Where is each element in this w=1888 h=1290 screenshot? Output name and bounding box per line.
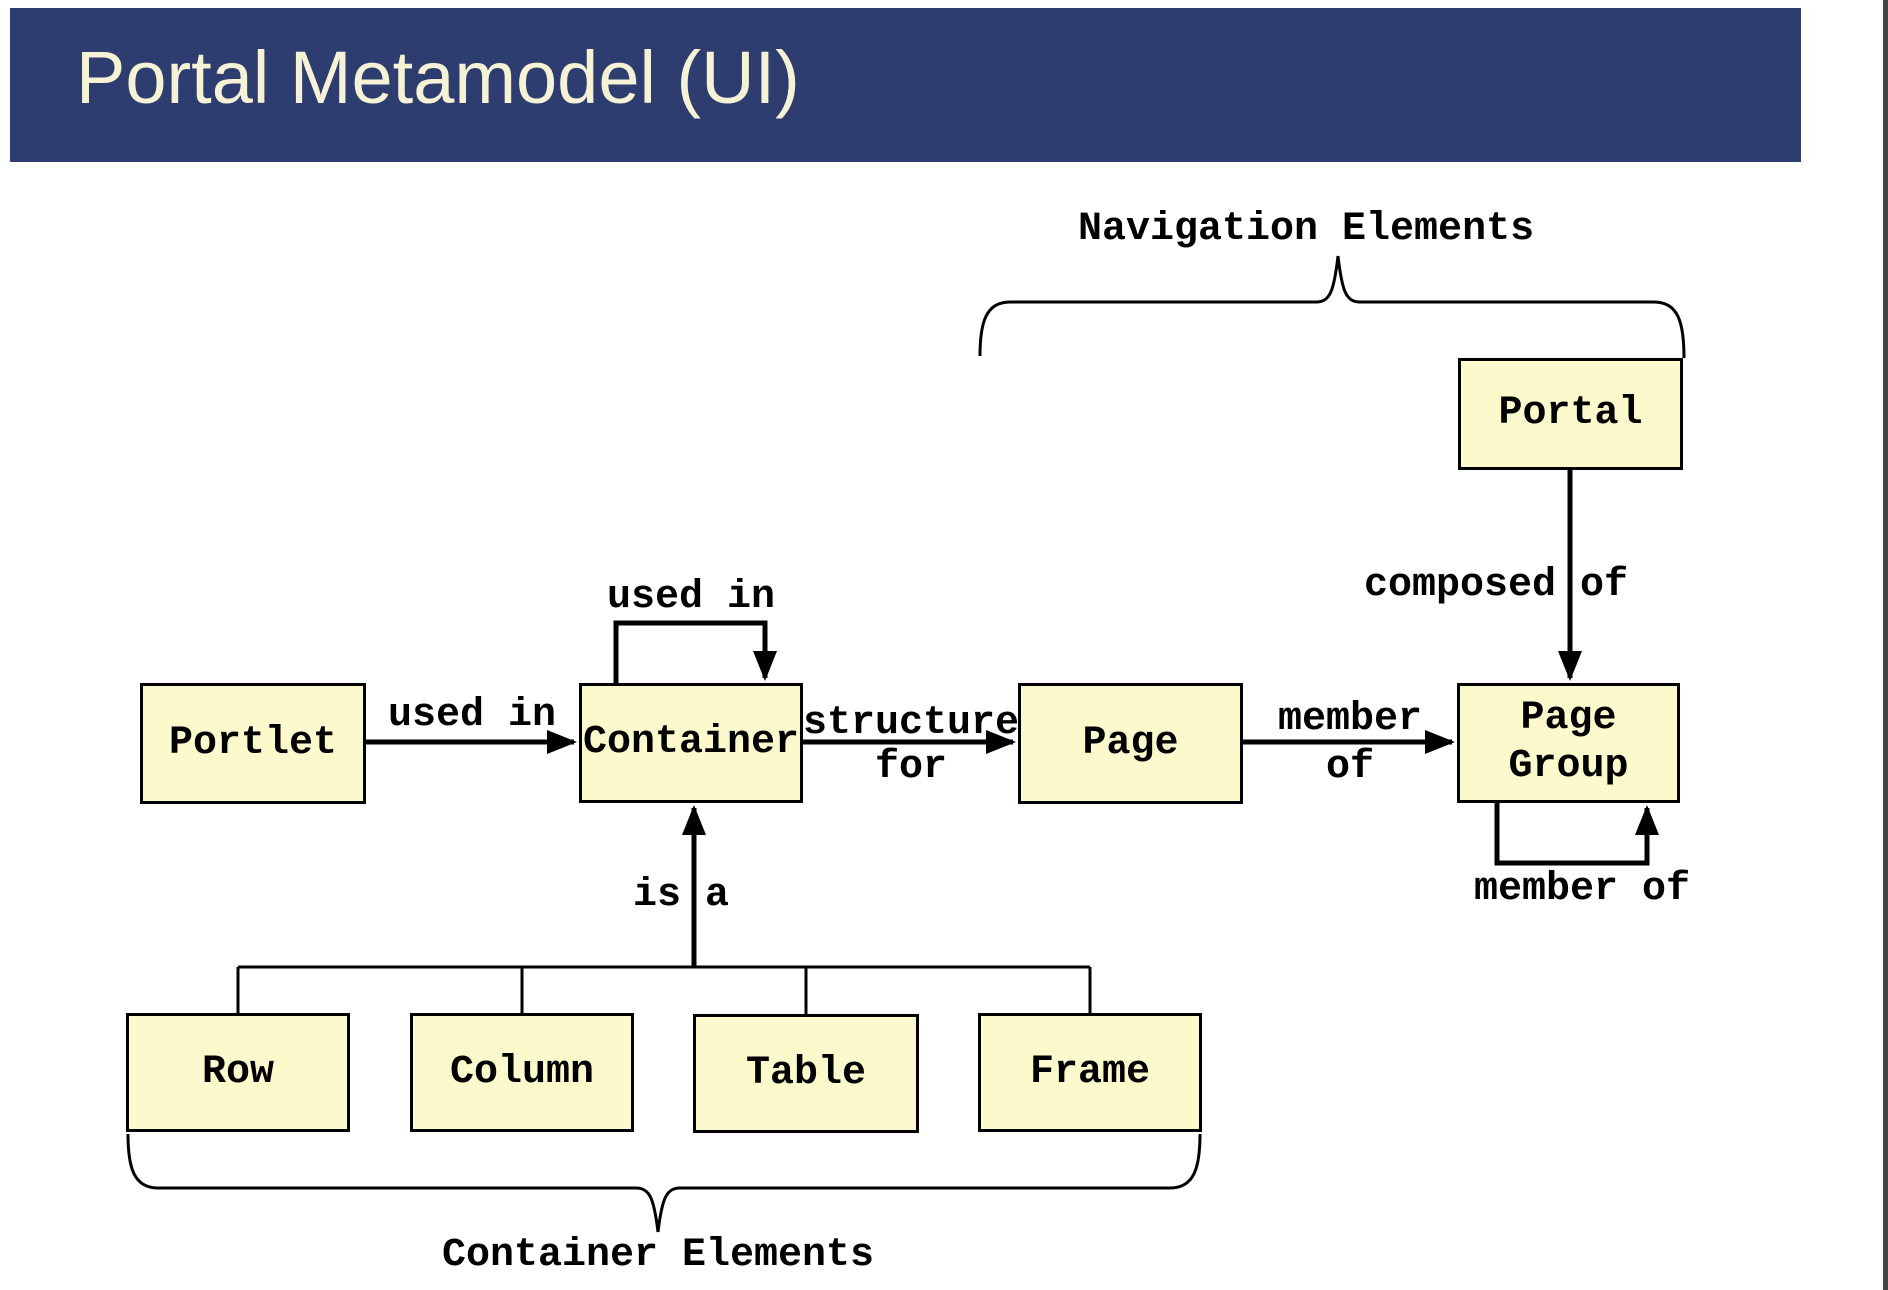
container-elements-brace	[126, 1133, 1202, 1233]
edge-label-used-in-portlet: used in	[388, 693, 557, 738]
edge-label-is: is	[633, 873, 682, 918]
node-page-group-label-line2: Group	[1508, 744, 1629, 789]
edge-label-member-of: of	[1325, 745, 1375, 790]
navigation-elements-brace	[978, 255, 1686, 359]
node-page-group-label-line1: Page	[1520, 696, 1617, 741]
node-container: Container	[579, 683, 803, 803]
edge-label-page-group-member-of: member of	[1473, 867, 1691, 912]
node-page-group: Page Group	[1457, 683, 1680, 803]
node-page: Page	[1018, 683, 1243, 804]
node-row: Row	[126, 1013, 350, 1132]
node-row-label: Row	[201, 1049, 274, 1095]
edge-label-composed-of: composed of	[1364, 563, 1629, 608]
edge-label-is-a: a	[705, 873, 730, 918]
edge-label-used-in-container-self: used in	[607, 575, 776, 620]
edge-label-structure-for: for	[874, 745, 948, 790]
group-label-navigation-elements: Navigation Elements	[1078, 207, 1535, 252]
node-portlet: Portlet	[140, 683, 366, 804]
edge-label-member: member	[1277, 697, 1423, 742]
node-table-label: Table	[745, 1050, 867, 1096]
node-portlet-label: Portlet	[168, 720, 338, 766]
slide-header: Portal Metamodel (UI)	[10, 8, 1801, 162]
group-label-container-elements: Container Elements	[441, 1233, 875, 1278]
node-frame: Frame	[978, 1013, 1202, 1132]
arrow-container-self-used-in	[613, 620, 777, 683]
page-title: Portal Metamodel (UI)	[76, 35, 800, 119]
node-frame-label: Frame	[1029, 1049, 1151, 1095]
node-column: Column	[410, 1013, 634, 1132]
slide-right-edge-line	[1883, 0, 1888, 1290]
node-column-label: Column	[449, 1049, 595, 1095]
node-portal: Portal	[1458, 358, 1683, 470]
node-table: Table	[693, 1014, 919, 1133]
node-portal-label: Portal	[1498, 391, 1643, 436]
node-page-label: Page	[1082, 720, 1179, 766]
arrow-page-group-self-member-of	[1494, 803, 1659, 866]
node-container-label: Container	[582, 720, 800, 765]
edge-label-structure: structure	[802, 701, 1020, 746]
